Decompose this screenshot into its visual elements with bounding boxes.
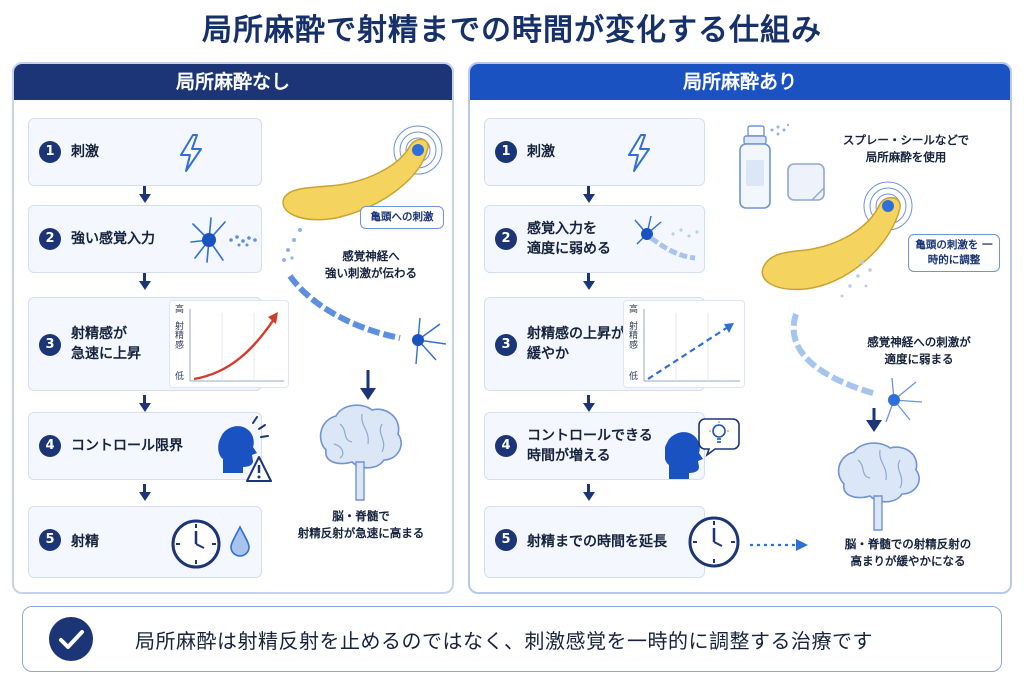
step-number: 5: [495, 529, 517, 551]
step-reduced-input: 2 感覚入力を 適度に弱める: [484, 205, 705, 273]
step-number: 3: [495, 334, 517, 356]
arousal-chart-gradual: 高 射精感 低: [623, 300, 745, 388]
step-label: 射精: [71, 533, 99, 550]
nerve-icon: [634, 215, 699, 261]
flow-arrow: [139, 492, 151, 501]
arousal-chart-rapid: 高 射精感 低: [169, 300, 289, 388]
step-label: 射精までの時間を延長: [527, 533, 667, 550]
spray-seal-icon: [739, 123, 825, 209]
droplet-icon: [230, 525, 250, 557]
nerve-caption-with: 感覚神経への刺激が 適度に弱まる: [867, 335, 971, 367]
step-label: 刺激: [527, 143, 555, 160]
brain-icon: [319, 404, 402, 501]
rapid-curve: [189, 309, 284, 382]
step-gradual-rise: 3 射精感の上昇が 緩やか 高 射精感 低: [484, 297, 745, 391]
neuron-icon: [190, 217, 257, 263]
y-axis-low: 低: [175, 372, 185, 382]
glans-adjust-callout: 亀頭の刺激を 一時的に調整: [908, 234, 1000, 273]
flow-arrow: [139, 281, 151, 290]
flow-arrow: [583, 194, 595, 203]
y-axis-high: 高: [629, 305, 639, 315]
step-number: 5: [39, 529, 61, 551]
brain-caption-without: 脳・脊髄で 射精反射が急速に高まる: [297, 509, 425, 541]
step-more-control-time: 4 コントロールできる 時間が増える: [484, 412, 740, 480]
step-strong-input: 2 強い感覚入力: [28, 205, 262, 273]
step-label: 射精感が 急速に上昇: [71, 325, 141, 362]
brain-icon: [837, 442, 920, 531]
step-rapid-rise: 3 射精感が 急速に上昇 高 射精感 低: [28, 297, 289, 391]
step-ejaculation: 5 射精: [28, 506, 262, 578]
flow-arrow: [583, 281, 595, 290]
banana-illustration: [761, 181, 913, 298]
step-number: 3: [39, 334, 61, 356]
step-number: 2: [495, 228, 517, 250]
step-extended-time: 5 射精までの時間を延長: [484, 506, 705, 578]
step-control-limit: 4 コントロール限界: [28, 412, 272, 482]
head-warning-icon: [218, 416, 272, 482]
flow-arrow: [139, 403, 151, 412]
y-axis-label: 射精感: [175, 322, 185, 351]
nerve-caption-without: 感覚神経へ 強い刺激が伝わる: [325, 249, 417, 281]
step-label: コントロールできる 時間が増える: [527, 427, 653, 464]
lightning-icon: [628, 134, 650, 172]
summary-bar: 局所麻酔は射精反射を止めるのではなく、刺激感覚を一時的に調整する治療です: [22, 606, 1002, 672]
panel-header-without: 局所麻酔なし: [14, 64, 452, 100]
head-idea-icon: [665, 418, 740, 479]
glans-stimulus-callout: 亀頭への刺激: [360, 206, 444, 230]
y-axis-label: 射精感: [629, 322, 639, 351]
step-number: 1: [39, 141, 61, 163]
step-number: 2: [39, 228, 61, 250]
step-stimulus: 1 刺激: [28, 118, 262, 186]
dotted-arrow: [750, 539, 808, 551]
brain-caption-with: 脳・脊髄での射精反射の 高まりが緩やかになる: [844, 537, 972, 569]
step-label: 強い感覚入力: [71, 230, 155, 247]
panel-header-with: 局所麻酔あり: [470, 64, 1010, 100]
check-icon: [49, 617, 93, 661]
summary-text: 局所麻酔は射精反射を止めるのではなく、刺激感覚を一時的に調整する治療です: [135, 628, 873, 653]
step-label: 感覚入力を 適度に弱める: [527, 220, 611, 257]
y-axis-low: 低: [629, 372, 639, 382]
y-axis-high: 高: [175, 305, 185, 315]
flow-arrow: [583, 492, 595, 501]
nerve-illustration: [790, 313, 923, 432]
panel-without-anesthesia: 局所麻酔なし 1 刺激 2 強い感覚入力 3 射精感が 急速に上昇 高 射精: [12, 62, 454, 594]
banana-illustration: [282, 125, 447, 400]
step-label: コントロール限界: [71, 437, 183, 454]
panel-with-anesthesia: 局所麻酔あり 1 刺激 2 感覚入力を 適度に弱める 3 射精感の上昇が 緩やか…: [468, 62, 1012, 594]
flow-arrow: [139, 194, 151, 203]
page-title: 局所麻酔で射精までの時間が変化する仕組み: [202, 13, 822, 48]
lightning-icon: [180, 134, 202, 172]
step-number: 1: [495, 141, 517, 163]
step-number: 4: [495, 435, 517, 457]
gradual-curve: [643, 309, 740, 382]
step-number: 4: [39, 435, 61, 457]
flow-arrow: [583, 403, 595, 412]
step-label: 刺激: [71, 143, 99, 160]
step-stimulus: 1 刺激: [484, 118, 705, 186]
clock-icon: [171, 519, 221, 569]
step-label: 射精感の上昇が 緩やか: [527, 325, 625, 362]
clock-icon: [688, 516, 740, 568]
spray-caption: スプレー・シールなどで 局所麻酔を使用: [842, 133, 970, 165]
